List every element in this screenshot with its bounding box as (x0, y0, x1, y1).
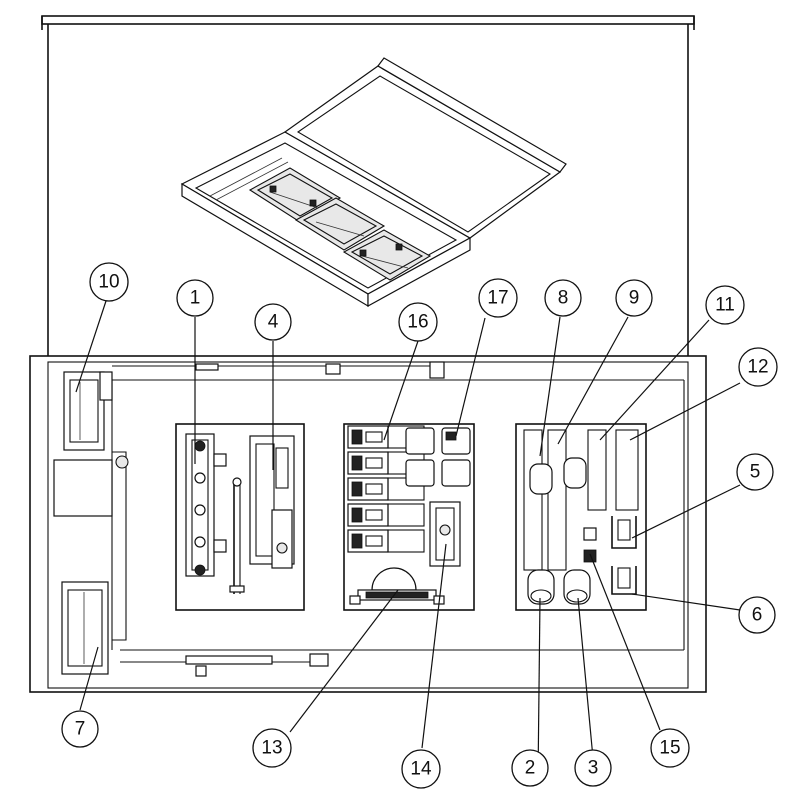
left-tray (175, 423, 305, 611)
callout-16-label: 16 (407, 312, 428, 333)
callout-7: 7 (61, 710, 99, 748)
callout-2: 2 (511, 749, 549, 787)
part-10-block (63, 371, 113, 451)
case-body (29, 355, 707, 693)
case-lid (41, 15, 695, 356)
callout-12-label: 12 (747, 357, 768, 378)
leader-5 (631, 484, 741, 539)
callout-12: 12 (738, 347, 778, 387)
callout-9-label: 9 (629, 288, 640, 309)
callout-8-label: 8 (558, 288, 569, 309)
callout-15: 15 (650, 728, 690, 768)
callout-10-label: 10 (98, 272, 119, 293)
callout-5: 5 (736, 453, 774, 491)
leader-13 (289, 589, 399, 733)
callout-13-label: 13 (261, 738, 282, 759)
part-7-block (53, 451, 129, 675)
leader-6 (631, 593, 741, 611)
leader-11 (599, 319, 710, 441)
callout-14: 14 (401, 749, 441, 789)
callout-7-label: 7 (75, 719, 86, 740)
callout-3-label: 3 (588, 758, 599, 779)
leader-14 (421, 543, 447, 749)
leader-17 (455, 317, 486, 437)
callout-6-label: 6 (752, 605, 763, 626)
leader-9 (557, 316, 629, 445)
callout-1: 1 (176, 279, 214, 317)
callout-16: 16 (398, 302, 438, 342)
callout-4-label: 4 (268, 312, 279, 333)
leader-10 (75, 300, 107, 393)
leader-12 (629, 382, 741, 441)
leader-lines (75, 300, 741, 781)
callout-11-label: 11 (715, 295, 735, 316)
callout-14-label: 14 (410, 759, 432, 780)
callout-1-label: 1 (190, 288, 201, 309)
callout-4: 4 (254, 303, 292, 341)
callout-11: 11 (705, 285, 745, 325)
callout-10: 10 (89, 262, 129, 302)
middle-tray (343, 423, 475, 611)
callout-17-label: 17 (487, 288, 508, 309)
leader-15 (589, 553, 661, 731)
callout-15-label: 15 (659, 738, 680, 759)
callout-2-label: 2 (525, 758, 536, 779)
case-isometric-view (180, 57, 567, 308)
leader-7 (79, 646, 99, 711)
leader-16 (383, 340, 419, 441)
leader-8 (539, 316, 561, 457)
callout-6: 6 (738, 596, 776, 634)
callout-9: 9 (615, 279, 653, 317)
right-tray (515, 423, 647, 611)
callout-3: 3 (574, 749, 612, 787)
callout-8: 8 (544, 279, 582, 317)
callout-5-label: 5 (750, 462, 761, 483)
callout-17: 17 (478, 278, 518, 318)
callout-13: 13 (252, 728, 292, 768)
leader-2 (537, 597, 541, 781)
leader-3 (577, 597, 594, 759)
